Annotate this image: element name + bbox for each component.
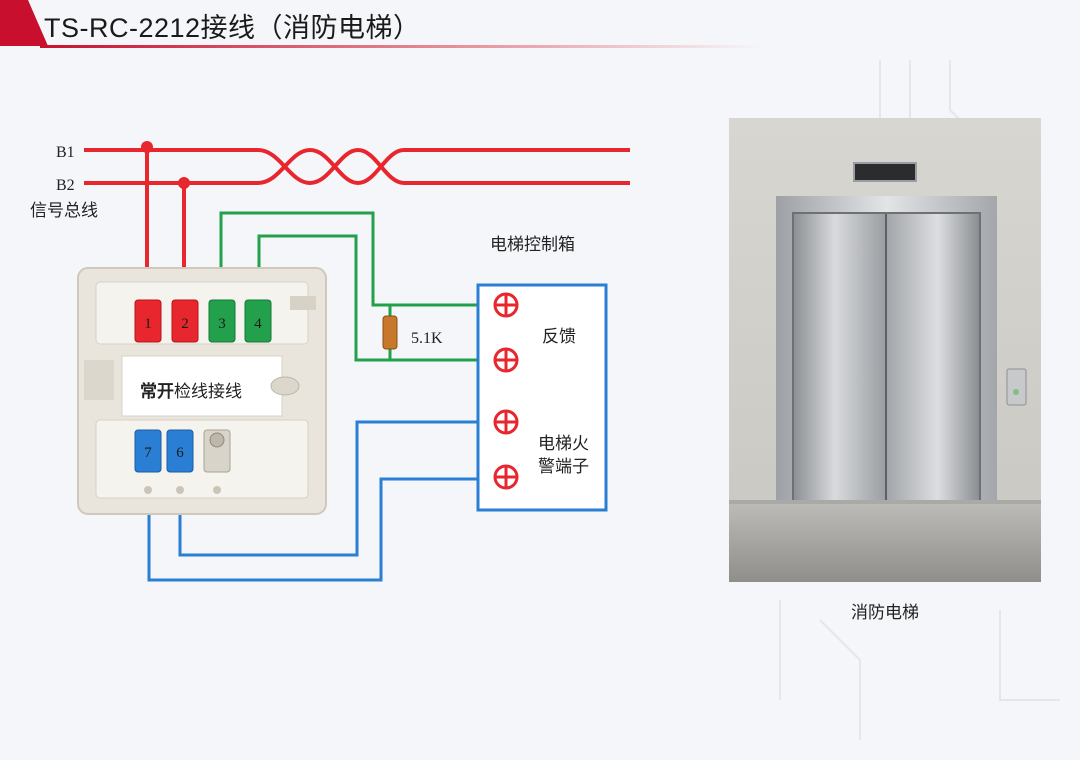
module-side-clip-right (290, 296, 316, 310)
elevator-floor (729, 502, 1041, 582)
title-bar: TS-RC-2212接线（消防电梯） (0, 0, 1080, 52)
terminal-6-label: 6 (176, 445, 184, 461)
terminal-1 (134, 299, 162, 343)
module-bottom-screw-row (144, 486, 221, 494)
module-screw-slot (270, 376, 300, 396)
elevator-call-panel (1006, 368, 1027, 406)
module-ts-rc-2212: 1 2 3 4 7 6 常开检线接线 (77, 267, 327, 515)
fire-label-line2: 警端子 (538, 457, 589, 477)
elevator-floor-indicator (853, 162, 917, 182)
module-label-bold: 常开 (140, 381, 174, 402)
terminal-3-label: 3 (218, 316, 226, 332)
module-bottom-terminal-block (95, 419, 309, 499)
resistor (382, 315, 398, 350)
terminal-4 (244, 299, 272, 343)
feedback-label: 反馈 (542, 327, 576, 347)
feedback-wires (219, 211, 478, 362)
module-label-rest: 检线接线 (174, 382, 242, 402)
feedback-terminal-top (493, 292, 519, 318)
terminal-3 (208, 299, 236, 343)
b2-junction-dot (178, 177, 190, 189)
elevator-control-box: 电梯控制箱 反馈 电梯火 警端子 (476, 235, 608, 512)
fire-wire-7 (147, 477, 478, 582)
elevator-door-right (887, 214, 979, 500)
photo-caption: 消防电梯 (851, 603, 919, 623)
feedback-wire-4 (257, 234, 478, 362)
terminal-2 (171, 299, 199, 343)
terminal-2-label: 2 (181, 316, 189, 332)
elevator-skirting (729, 500, 1041, 504)
elevator-call-button (1013, 389, 1019, 395)
signal-bus-wires (84, 147, 630, 268)
module-side-clip-left (84, 360, 114, 400)
control-box-title: 电梯控制箱 (490, 235, 575, 255)
fire-label-line1: 电梯火 (538, 434, 589, 454)
terminal-4-label: 4 (254, 316, 262, 332)
title-decoration (0, 0, 760, 48)
feedback-terminal-bottom (493, 347, 519, 373)
terminal-5-screw (209, 432, 225, 448)
fire-wire-6 (178, 420, 478, 557)
bus-b1-label: B1 (56, 144, 75, 161)
module-center-label: 常开检线接线 (140, 381, 242, 402)
control-box-terminals (493, 292, 519, 490)
title-accent-shape (0, 0, 48, 46)
terminal-6 (166, 429, 194, 473)
elevator-door-left (794, 214, 885, 500)
module-label-area (121, 355, 283, 417)
fire-alarm-wires (147, 420, 478, 582)
terminal-1-label: 1 (144, 316, 152, 332)
bus-b2-left (84, 147, 405, 186)
page-title: TS-RC-2212接线（消防电梯） (44, 13, 421, 43)
bus-caption: 信号总线 (30, 201, 98, 221)
bus-b1-left (84, 147, 405, 186)
terminal-7-label: 7 (144, 445, 152, 461)
bus-b2-label: B2 (56, 177, 75, 194)
module-top-terminal-block (95, 281, 309, 345)
feedback-wire-3 (219, 211, 478, 307)
terminal-7 (134, 429, 162, 473)
fire-terminal-top (493, 409, 519, 435)
fire-terminal-bottom (493, 464, 519, 490)
elevator-photo (729, 118, 1041, 582)
control-box-frame (476, 283, 608, 512)
resistor-value: 5.1K (411, 330, 443, 347)
title-underline (40, 45, 760, 48)
b1-junction-dot (141, 141, 153, 153)
